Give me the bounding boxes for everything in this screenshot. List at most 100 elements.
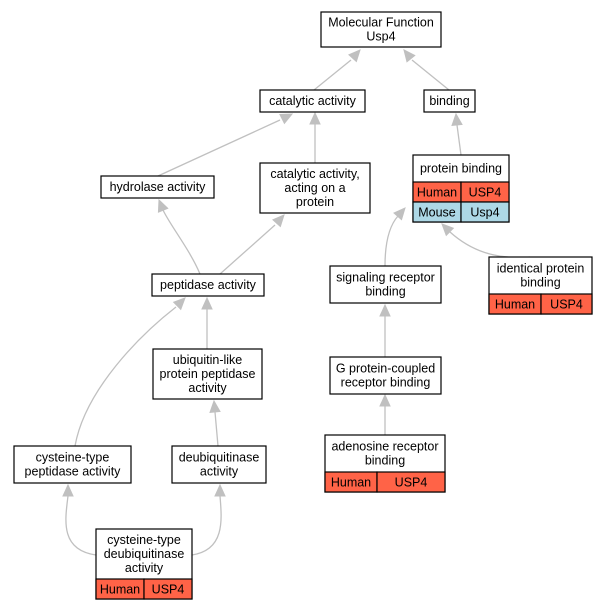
edge-line bbox=[191, 495, 222, 556]
annotation-row-human: Human USP4 bbox=[95, 578, 193, 600]
edge-line bbox=[214, 411, 219, 447]
arrow-head-icon bbox=[209, 399, 221, 413]
edge-peptidase-to-catprot bbox=[219, 214, 285, 275]
edge-catprot-to-catalytic bbox=[309, 111, 321, 163]
gene-label: USP4 bbox=[469, 186, 502, 200]
node-label-line: activity bbox=[125, 561, 164, 575]
node-box bbox=[329, 265, 442, 304]
species-label: Human bbox=[495, 298, 535, 312]
node-label-line: deubiquitinase bbox=[104, 547, 185, 561]
node-label-line: binding bbox=[429, 94, 469, 108]
edge-identical-to-protbind bbox=[441, 223, 531, 259]
node-label-line: activity bbox=[188, 381, 227, 395]
gene-cell bbox=[540, 293, 593, 315]
species-label: Mouse bbox=[418, 206, 456, 220]
arrow-head-icon bbox=[201, 296, 213, 310]
edge-protbind-to-binding bbox=[451, 112, 463, 156]
arrow-head-icon bbox=[348, 49, 361, 63]
species-label: Human bbox=[417, 186, 457, 200]
node-label-line: hydrolase activity bbox=[110, 180, 207, 194]
node-box bbox=[423, 89, 476, 113]
node-label-line: activity bbox=[200, 465, 239, 479]
arrow-head-icon bbox=[157, 198, 169, 213]
go-term-peptidase[interactable]: peptidase activity bbox=[151, 273, 265, 297]
node-label-line: identical protein bbox=[497, 262, 585, 276]
node-box bbox=[259, 89, 366, 113]
edge-line bbox=[384, 215, 399, 267]
node-label-line: protein bbox=[296, 195, 334, 209]
arrow-head-icon bbox=[441, 223, 455, 237]
node-label-line: peptidase activity bbox=[160, 278, 257, 292]
gene-cell bbox=[376, 471, 446, 493]
edge-cysdeubiq-to-cysteine bbox=[62, 483, 97, 556]
node-label-line: protein binding bbox=[420, 162, 502, 176]
node-label-line: receptor binding bbox=[341, 376, 431, 390]
edge-line bbox=[219, 224, 276, 275]
node-label-line: G protein-coupled bbox=[336, 362, 435, 376]
go-term-catalytic[interactable]: catalytic activity bbox=[259, 89, 366, 113]
go-term-hydrolase[interactable]: hydrolase activity bbox=[100, 175, 215, 199]
node-box bbox=[329, 356, 442, 395]
edge-line bbox=[65, 495, 97, 556]
edge-signaling-to-protbind bbox=[384, 207, 406, 267]
gene-label: USP4 bbox=[550, 298, 583, 312]
arrow-head-icon bbox=[451, 112, 463, 126]
arrow-head-icon bbox=[279, 113, 294, 125]
edge-deubiq-to-ubiq bbox=[209, 399, 221, 447]
node-label-line: deubiquitinase bbox=[179, 451, 260, 465]
annotation-row-human: Human USP4 bbox=[488, 293, 593, 315]
go-term-binding[interactable]: binding bbox=[423, 89, 476, 113]
edge-peptidase-to-hydrolase bbox=[157, 198, 201, 275]
node-label-line: binding bbox=[365, 285, 405, 299]
node-label-line: catalytic activity, bbox=[270, 167, 359, 181]
arrow-head-icon bbox=[393, 207, 406, 221]
gene-label: USP4 bbox=[152, 583, 185, 597]
node-box bbox=[152, 348, 263, 400]
gene-label: Usp4 bbox=[470, 206, 499, 220]
edge-line bbox=[313, 59, 352, 91]
node-box bbox=[171, 445, 267, 484]
arrow-head-icon bbox=[379, 393, 391, 407]
node-box bbox=[259, 162, 371, 214]
node-label-line: signaling receptor bbox=[336, 271, 435, 285]
arrow-head-icon bbox=[214, 483, 226, 497]
edge-cysteine-to-peptidase bbox=[74, 297, 186, 447]
edge-line bbox=[157, 119, 281, 177]
arrow-head-icon bbox=[272, 214, 285, 228]
arrow-head-icon bbox=[403, 49, 416, 63]
edge-ubiq-to-peptidase bbox=[201, 296, 213, 349]
edge-adenosine-to-gpcr bbox=[379, 393, 391, 435]
node-box bbox=[13, 445, 132, 484]
node-label-line: catalytic activity bbox=[269, 94, 357, 108]
gene-cell bbox=[460, 201, 510, 223]
edge-line bbox=[411, 59, 450, 91]
edges-layer bbox=[62, 49, 531, 556]
node-label-line: acting on a bbox=[284, 181, 345, 195]
gene-cell bbox=[143, 578, 193, 600]
species-label: Human bbox=[331, 476, 371, 490]
species-label: Human bbox=[100, 583, 140, 597]
node-label-line: protein peptidase bbox=[160, 367, 256, 381]
edge-line bbox=[74, 306, 177, 447]
node-label-line: cysteine-type bbox=[36, 451, 110, 465]
node-box bbox=[100, 175, 215, 199]
node-box bbox=[151, 273, 265, 297]
annotation-row-human: Human USP4 bbox=[412, 181, 510, 203]
edge-line bbox=[456, 124, 462, 156]
node-label-line: cysteine-type bbox=[107, 533, 181, 547]
arrow-head-icon bbox=[62, 483, 74, 497]
go-term-cysdeubiq[interactable]: cysteine-typedeubiquitinaseactivityHuman… bbox=[95, 528, 193, 600]
